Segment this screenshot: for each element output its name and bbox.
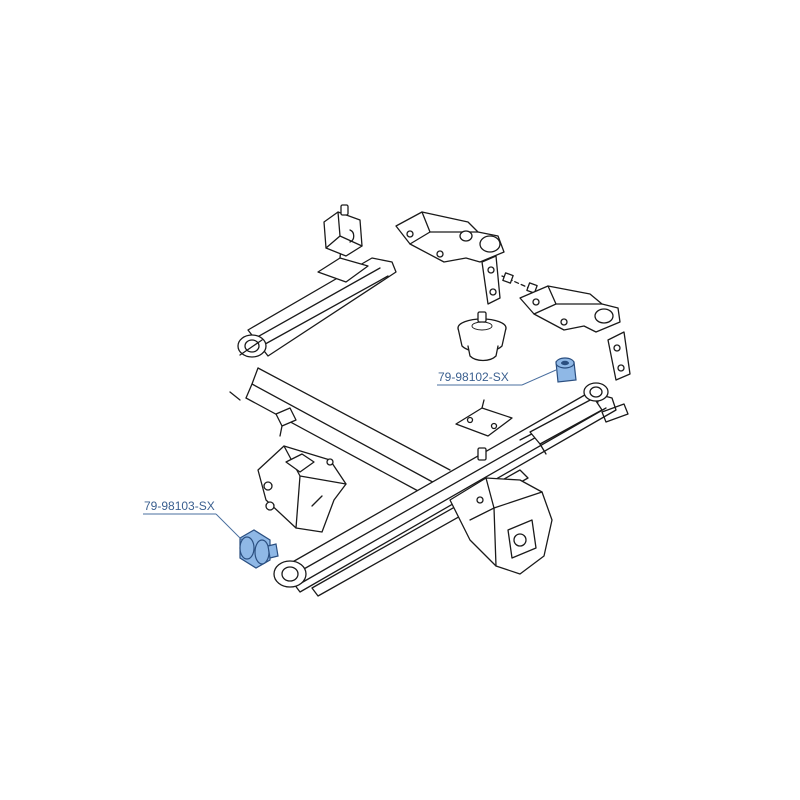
axle-tube	[229, 367, 451, 493]
lower-spring-pad	[455, 399, 513, 461]
part-number-front-bushing: 79-98103-SX	[144, 499, 215, 513]
upper-bump-stop	[323, 204, 363, 257]
label-front-bushing: 79-98103-SX	[143, 499, 243, 541]
rear-axle-bracket	[449, 477, 553, 575]
part-number-rear-bushing: 79-98102-SX	[438, 370, 509, 384]
upper-shackle-assembly	[395, 211, 505, 263]
upper-leaf-spring	[237, 257, 397, 358]
axle-spring-seat-left	[275, 407, 297, 437]
front-hanger-bracket	[257, 445, 347, 533]
front-eye-bushing[interactable]	[239, 529, 279, 569]
lower-leaf-spring	[273, 382, 629, 597]
label-rear-bushing: 79-98102-SX	[437, 369, 557, 386]
shackle-plate-lower	[607, 331, 631, 381]
shackle-bolt	[501, 272, 539, 294]
lower-shackle-assembly	[519, 285, 621, 333]
center-bump-stop	[457, 311, 507, 362]
shackle-plate-upper	[481, 255, 501, 305]
rear-eye-bushing[interactable]	[555, 357, 577, 383]
